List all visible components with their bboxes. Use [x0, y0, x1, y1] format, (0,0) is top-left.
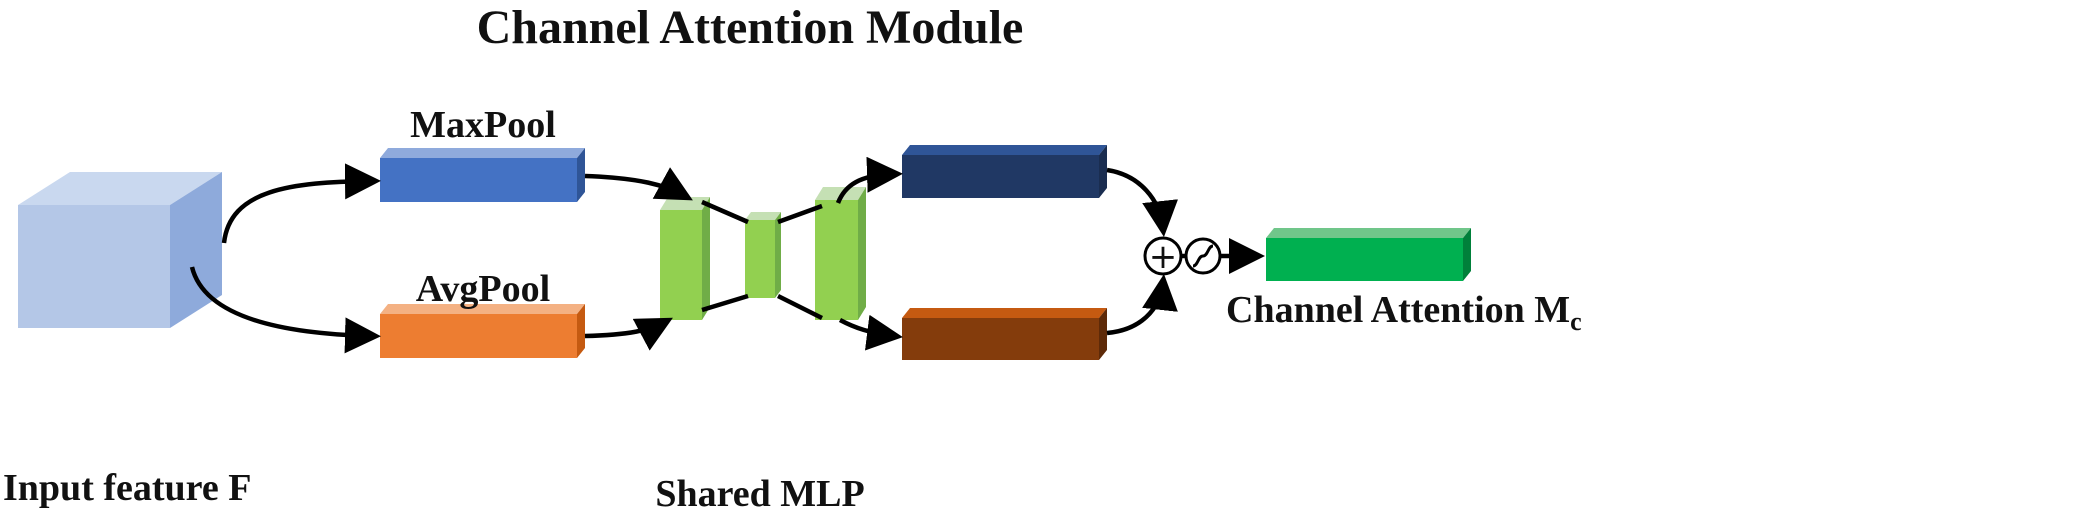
arrow-mlp-to-max-branch — [835, 156, 903, 204]
max-branch-output-top — [902, 145, 1107, 155]
sum-operator-symbol: + — [1149, 237, 1178, 277]
channel-attention-output-label: Channel Attention Mc — [1226, 289, 1582, 336]
line-mlp-in-to-hidden-bottom — [701, 293, 749, 313]
arrow-avgpool-to-mlp — [584, 317, 673, 351]
sum-operator: + — [1143, 236, 1183, 277]
input-feature-cube — [18, 172, 222, 328]
mlp-hidden-layer-top — [745, 212, 781, 220]
avgpool-bar-side — [577, 304, 585, 358]
maxpool-bar-side — [577, 148, 585, 202]
avg-branch-output-side — [1099, 308, 1107, 360]
mlp-input-layer-front — [660, 210, 702, 320]
output-label-main: Channel Attention M — [1226, 289, 1570, 331]
avg-branch-output-front — [902, 318, 1099, 360]
mlp-output-layer — [815, 187, 866, 320]
output-bar-side — [1463, 228, 1471, 281]
max-branch-output-side — [1099, 145, 1107, 198]
avg-branch-output-bar — [902, 308, 1107, 360]
output-label-subscript: c — [1570, 307, 1582, 336]
channel-attention-output-bar — [1266, 228, 1471, 281]
arrow-maxpool-to-mlp — [584, 167, 693, 201]
line-mlp-hidden-to-out-top — [777, 203, 823, 225]
avg-branch-output-top — [902, 308, 1107, 318]
avgpool-label: AvgPool — [416, 268, 550, 310]
maxpool-bar-front — [380, 158, 577, 202]
sum-operator-circle — [1143, 236, 1183, 276]
output-bar-front — [1266, 238, 1463, 281]
shared-mlp-label: Shared MLP — [655, 473, 864, 515]
mlp-input-layer-side — [702, 197, 710, 320]
diagram-title: Channel Attention Module — [477, 1, 1024, 54]
line-mlp-in-to-hidden-top — [701, 199, 749, 225]
mlp-input-layer — [660, 197, 710, 320]
shared-mlp — [660, 187, 866, 320]
mlp-hidden-layer-front — [745, 220, 775, 298]
arrow-input-to-maxpool — [221, 163, 381, 244]
sigmoid-curve-icon — [1192, 244, 1214, 268]
line-mlp-hidden-to-out-bottom — [776, 293, 824, 321]
mlp-hidden-layer-side — [775, 212, 781, 298]
output-bar-top — [1266, 228, 1471, 238]
mlp-hidden-layer — [745, 212, 781, 298]
arrow-input-to-avgpool — [189, 266, 381, 354]
connectors — [189, 156, 1265, 354]
maxpool-bar-top — [380, 148, 585, 158]
mlp-output-layer-front — [815, 200, 858, 320]
input-cube-top — [18, 172, 222, 205]
max-branch-output-front — [902, 155, 1099, 198]
avgpool-bar-front — [380, 314, 577, 358]
maxpool-bar — [380, 148, 585, 202]
input-cube-side — [170, 172, 222, 328]
maxpool-label: MaxPool — [410, 104, 556, 146]
avgpool-bar-top — [380, 304, 585, 314]
arrow-mlp-to-avg-branch — [838, 314, 903, 351]
sigmoid-operator — [1184, 237, 1222, 275]
avgpool-bar — [380, 304, 585, 358]
max-branch-output-bar — [902, 145, 1107, 198]
arrow-max-branch-to-sum — [1106, 167, 1179, 237]
input-cube-front — [18, 205, 170, 328]
arrow-avg-branch-to-sum — [1106, 274, 1178, 336]
mlp-output-layer-side — [858, 187, 866, 320]
input-feature-label: Input feature F — [3, 467, 251, 509]
